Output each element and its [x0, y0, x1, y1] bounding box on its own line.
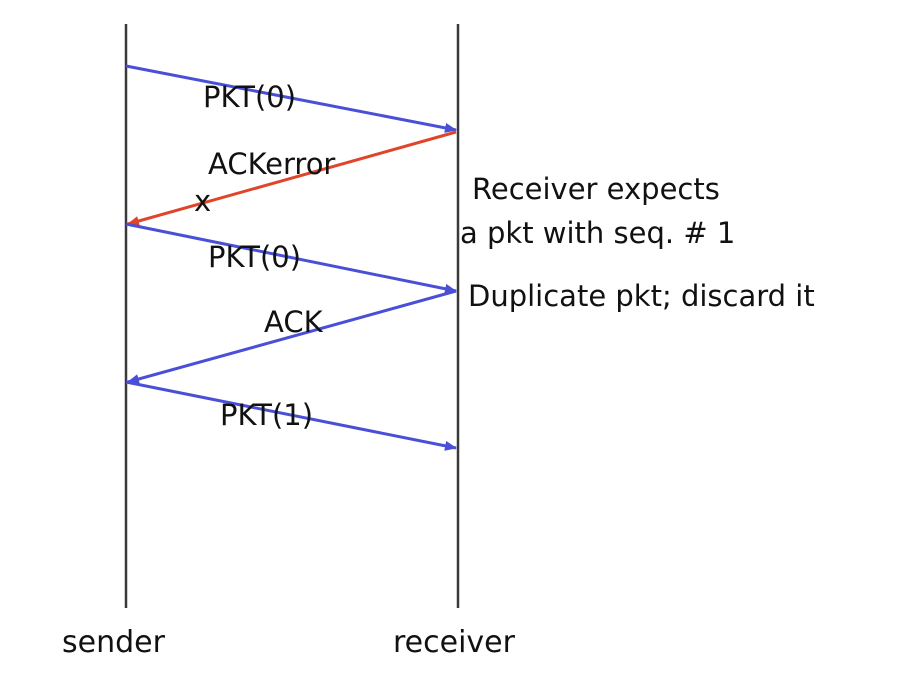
- sender-label: sender: [62, 625, 166, 660]
- duplicate-discard-note: Duplicate pkt; discard it: [468, 279, 815, 313]
- pkt0-retransmit-arrow: [125, 222, 457, 294]
- receiver-label: receiver: [393, 625, 516, 660]
- ack-arrow: [127, 289, 457, 384]
- pkt0-first-arrow: [125, 64, 457, 133]
- pkt0-first-label: PKT(0): [203, 80, 296, 114]
- pkt1-label: PKT(1): [220, 398, 313, 432]
- receiver-expects-note-line1: Receiver expects: [472, 172, 720, 206]
- pkt0-retransmit-label: PKT(0): [208, 240, 301, 274]
- receiver-expects-note-line2: a pkt with seq. # 1: [460, 216, 735, 250]
- pkt1-arrow: [125, 380, 457, 451]
- ack-error-label: ACKerror: [208, 147, 335, 181]
- ack-label: ACK: [264, 305, 324, 339]
- ack-error-arrow: [127, 130, 457, 226]
- corruption-mark-icon: x: [194, 184, 211, 218]
